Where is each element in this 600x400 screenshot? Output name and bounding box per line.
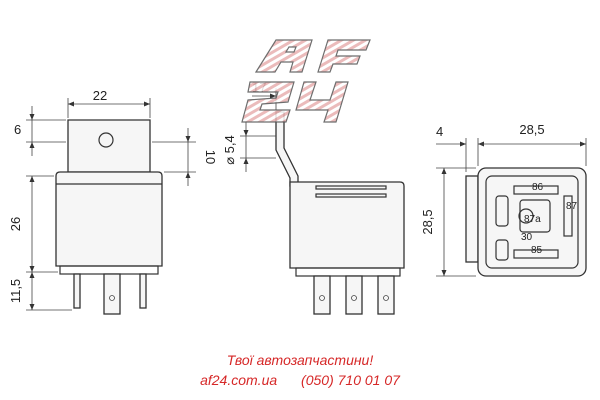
bottom-housing-inner [485,175,579,269]
socket-86 [513,185,559,195]
relay-base-front [59,265,159,275]
dim-top-tab-label: 6 [14,122,21,137]
pin-label-87a: 87a [524,214,541,225]
front-view: 22 6 10 26 [8,88,218,315]
socket-aux [495,239,509,261]
front-pins [73,273,147,315]
logo-letter-f [317,39,371,73]
pin-front-3 [139,273,147,309]
side-bracket [275,111,299,187]
logo-digit-2 [241,81,295,123]
website-link[interactable]: af24.com.ua [200,372,278,388]
footer-tagline: Твої автозапчастини! [226,352,374,368]
relay-base-side [295,267,401,277]
dim-top-tab: 6 [14,106,66,156]
pin-label-85: 85 [531,245,543,256]
pin-label-86: 86 [532,182,544,193]
dim-hole: ⌀ 5,4 [222,122,276,172]
dim-bottom-height: 28,5 [420,167,476,277]
side-pins [313,275,395,315]
af24-logo-watermark [241,39,371,123]
mounting-hole [98,132,114,148]
dim-bottom-height-label: 28,5 [420,209,435,234]
relay-body-side [289,181,405,269]
dim-bottom-offset: 4 [436,124,484,172]
dim-pin-length-label: 11,5 [8,279,23,303]
phone-number[interactable]: (050) 710 01 07 [301,372,400,388]
pin-front-2 [103,273,121,315]
socket-30 [495,195,509,227]
pin-front-2-hole [109,295,115,301]
footer-contacts: af24.com.ua (050) 710 01 07 [0,372,600,388]
socket-85 [513,249,559,259]
side-view: 17 ⌀ 5,4 [222,80,405,315]
dim-bottom-width: 28,5 [478,122,587,166]
dim-front-width: 22 [67,88,151,118]
dim-body-height: 26 [8,175,58,273]
pin-side-1 [313,275,331,315]
relay-body-front [55,171,163,267]
dim-pin-length: 11,5 [8,272,72,311]
side-slot-1 [315,185,387,190]
socket-87a [519,199,551,233]
dim-tab-height-label: 10 [203,150,218,164]
pin-sockets [495,185,573,261]
logo-digit-4 [295,81,349,123]
bottom-view: 86 87 87a 30 85 4 28,5 28,5 [420,122,587,277]
pin-side-2 [345,275,363,315]
pin-side-3 [377,275,395,315]
socket-87a-pin [518,208,534,224]
dim-bottom-width-label: 28,5 [519,122,544,137]
pin-front-1 [73,273,81,309]
dim-bottom-offset-label: 4 [436,124,443,139]
bottom-side-tab [465,175,479,263]
dim-tab-height: 10 [152,128,218,186]
socket-87 [563,195,573,237]
logo-letter-a [254,39,313,73]
side-slot-2 [315,193,387,198]
pin-label-30: 30 [521,232,533,243]
pin-label-87: 87 [566,201,578,212]
dim-body-height-label: 26 [8,217,23,231]
dim-hole-label: ⌀ 5,4 [222,135,237,165]
dim-front-width-label: 22 [93,88,107,103]
bottom-housing [477,167,587,277]
